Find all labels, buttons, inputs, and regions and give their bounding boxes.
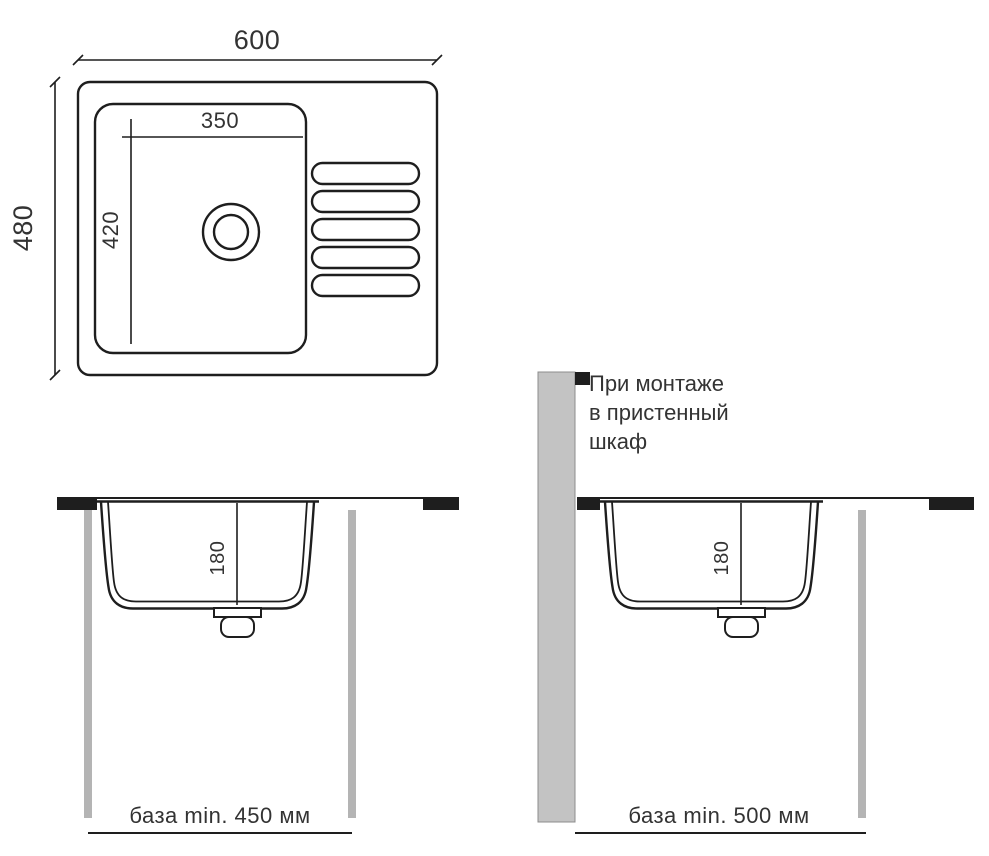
cabinet-leg-left — [84, 510, 92, 818]
dim-label-overall-width: 600 — [234, 25, 281, 55]
dim-ticks-depth — [49, 76, 61, 381]
mount-bracket — [575, 372, 590, 385]
dim-label-bowl-width: 350 — [201, 108, 239, 133]
mount-note-line3: шкаф — [589, 429, 647, 454]
base-caption-450: база min. 450 мм — [129, 803, 310, 828]
drainboard-rib — [310, 161, 421, 186]
cabinet-leg-right — [858, 510, 866, 818]
cabinet-leg-right — [348, 510, 356, 818]
countertop-section-right — [423, 497, 459, 510]
countertop-section-left — [577, 497, 600, 510]
wall-panel — [537, 371, 576, 823]
drainboard-rib — [310, 273, 421, 298]
drain-outer-circle — [201, 202, 261, 262]
drain-flange — [717, 607, 766, 618]
bowl-outer-wall — [99, 501, 316, 610]
wall-mount-section-view: При монтаже в пристенный шкаф 180 база m… — [537, 371, 974, 834]
countertop-section-right — [929, 497, 974, 510]
drainboard-rib — [310, 189, 421, 214]
sink-outer-edge — [76, 80, 439, 377]
dim-ticks-width — [72, 54, 443, 66]
base-caption-500: база min. 500 мм — [628, 803, 809, 828]
top-view: 600 480 350 420 — [8, 25, 443, 381]
drainboard-rib — [310, 245, 421, 270]
sink-bowl-top — [93, 102, 308, 355]
bowl-inner-wall — [107, 501, 308, 603]
drain-flange — [213, 607, 262, 618]
dim-label-bowl-depth: 180 — [207, 541, 229, 576]
dim-label-bowl-depth: 180 — [711, 541, 733, 576]
countertop-section-left — [57, 497, 97, 510]
bowl-outer-wall — [603, 501, 820, 610]
drain-trap — [220, 616, 255, 638]
drain-trap — [724, 616, 759, 638]
mount-note-line1: При монтаже — [589, 371, 724, 396]
drainboard-ribs — [310, 161, 421, 298]
dim-label-overall-depth: 480 — [8, 205, 38, 252]
front-section-view: 180 база min. 450 мм — [57, 497, 459, 834]
dim-label-bowl-length: 420 — [98, 211, 123, 249]
mount-note-line2: в пристенный — [589, 400, 729, 425]
drain-inner-circle — [212, 213, 250, 251]
bowl-inner-wall — [611, 501, 812, 603]
drainboard-rib — [310, 217, 421, 242]
